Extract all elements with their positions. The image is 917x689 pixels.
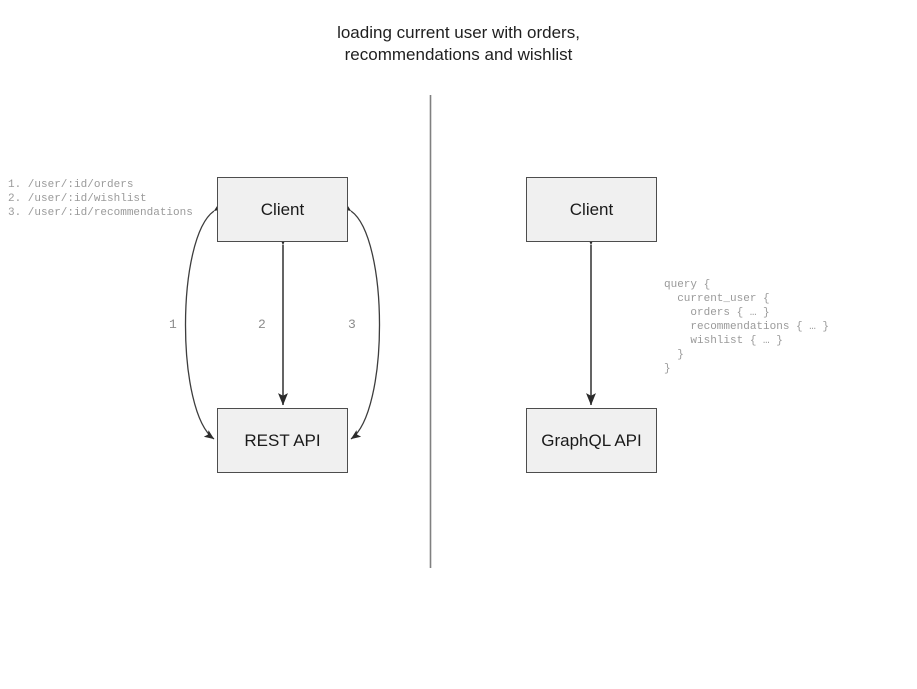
node-client-graphql[interactable]: Client — [526, 177, 657, 242]
node-rest-api[interactable]: REST API — [217, 408, 348, 473]
edge-label-3: 3 — [348, 317, 356, 332]
edge-label-2: 2 — [258, 317, 266, 332]
edge-1-path — [184, 202, 225, 440]
diagram-title: loading current user with orders, recomm… — [337, 23, 580, 64]
edge-3-path — [340, 202, 381, 440]
node-client-rest[interactable]: Client — [217, 177, 348, 242]
graphql-query-snippet: query { current_user { orders { … } reco… — [664, 279, 830, 375]
rest-endpoint-list: 1. /user/:id/orders 2. /user/:id/wishlis… — [8, 179, 193, 219]
node-graphql-api[interactable]: GraphQL API — [526, 408, 657, 473]
edge-label-1: 1 — [169, 317, 177, 332]
